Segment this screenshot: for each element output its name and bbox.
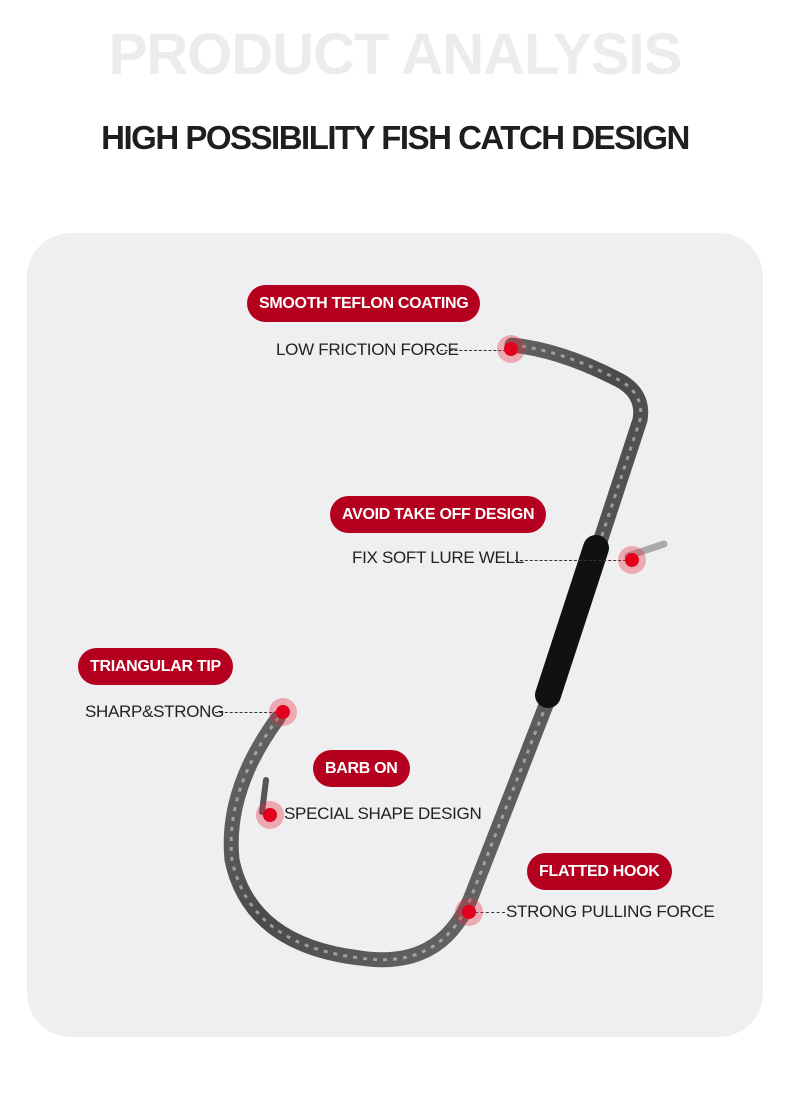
feature-badge-teflon: SMOOTH TEFLON COATING — [247, 285, 481, 322]
feature-desc-barb: SPECIAL SHAPE DESIGN — [284, 804, 482, 823]
feature-badge-flatted-hook: FLATTED HOOK — [527, 853, 672, 890]
hook-texture — [229, 343, 643, 962]
page-title: HIGH POSSIBILITY FISH CATCH DESIGN — [101, 119, 690, 156]
feature-badge-avoid-take-off: AVOID TAKE OFF DESIGN — [330, 496, 547, 533]
feature-desc-teflon: LOW FRICTION FORCE — [276, 340, 459, 359]
hotspot-dot — [256, 801, 284, 829]
leader-line — [475, 912, 505, 913]
leader-line — [440, 350, 506, 351]
feature-desc-triangular-tip: SHARP&STRONG — [85, 702, 225, 721]
hotspot-dot — [497, 335, 525, 363]
leader-line — [515, 560, 626, 561]
feature-badge-barb: BARB ON — [313, 750, 410, 787]
hotspot-dot — [269, 698, 297, 726]
watermark-text: PRODUCT ANALYSIS — [108, 22, 683, 87]
leader-line — [215, 712, 277, 713]
feature-badge-triangular-tip: TRIANGULAR TIP — [78, 648, 233, 685]
feature-desc-avoid-take-off: FIX SOFT LURE WELL — [352, 548, 524, 567]
barb — [259, 777, 269, 815]
hotspot-dot — [618, 546, 646, 574]
product-card — [27, 233, 763, 1037]
lure-keeper-sleeve — [535, 535, 609, 708]
hotspot-dot — [455, 898, 483, 926]
feature-desc-flatted-hook: STRONG PULLING FORCE — [506, 902, 715, 921]
